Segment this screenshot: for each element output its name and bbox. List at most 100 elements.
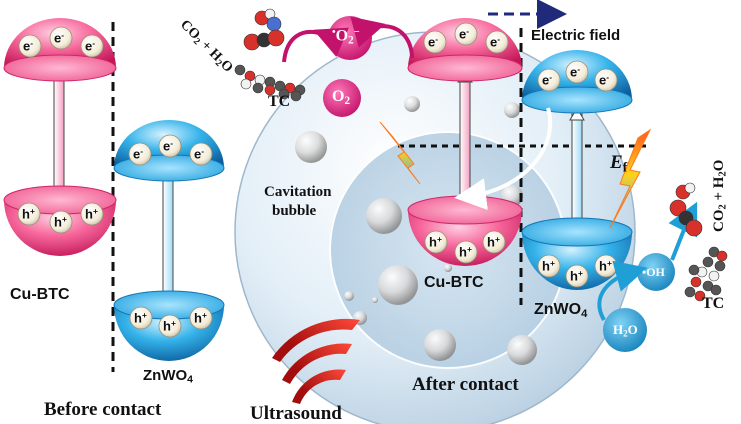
carrier-charge: + xyxy=(61,214,67,224)
hole-label: h+ xyxy=(599,259,612,273)
oxygen-circle xyxy=(323,79,361,117)
carrier-symbol: e xyxy=(570,64,578,80)
hole-label: h+ xyxy=(85,207,98,221)
h2o-right-subscript: 2 xyxy=(717,171,729,177)
hole-circle xyxy=(49,210,73,234)
electron-circle xyxy=(80,34,104,58)
electron-circle xyxy=(454,22,478,46)
lightning-bolt-icon-cu-btc xyxy=(379,121,421,185)
hole-circle xyxy=(537,254,561,278)
carrier-charge: - xyxy=(549,72,553,82)
carrier-charge: - xyxy=(466,26,470,36)
ultrasound-label: Ultrasound xyxy=(250,404,342,423)
hole-circle xyxy=(482,230,506,254)
water-label: H2O xyxy=(613,323,638,338)
carrier-symbol: e xyxy=(163,138,171,154)
before-contact-text: Before contact xyxy=(44,399,162,420)
znwo4-left-label: ZnWO4 xyxy=(143,368,193,385)
carrier-charge: - xyxy=(435,34,439,44)
electron-circle xyxy=(485,30,509,54)
carrier-symbol: h xyxy=(134,310,142,326)
carrier-symbol: e xyxy=(490,34,498,50)
carrier-charge: + xyxy=(170,318,176,328)
carrier-charge: + xyxy=(466,244,472,254)
superoxide-subscript: 2 xyxy=(348,34,354,47)
ultrasound-wave-icon xyxy=(272,318,360,404)
carrier-symbol: e xyxy=(194,146,202,162)
cu-btc-right-label: Cu-BTC xyxy=(424,275,484,291)
cavitation-line1: Cavitation xyxy=(264,184,332,200)
electron-circle xyxy=(128,142,152,166)
tc-molecule-atom xyxy=(708,270,720,282)
tc-molecule-atom xyxy=(684,286,696,298)
water-text: H xyxy=(613,322,624,337)
znwo4-left-text: ZnWO xyxy=(143,367,188,384)
carrier-symbol: h xyxy=(54,214,62,230)
tc-molecule-atom xyxy=(710,284,722,296)
water-oxidation-arrow xyxy=(597,260,648,322)
electric-field-label: Electric field xyxy=(531,28,620,43)
hole-label: h+ xyxy=(487,235,500,249)
electron-circle xyxy=(423,30,447,54)
before-contact-label: Before contact xyxy=(44,400,161,419)
carrier-charge: - xyxy=(140,146,144,156)
tc-molecule-atom xyxy=(688,264,700,276)
oxygen-text: O xyxy=(332,88,345,105)
hole-label: h+ xyxy=(459,245,472,259)
carrier-symbol: e xyxy=(428,34,436,50)
tc-molecule-atom xyxy=(290,90,302,102)
carrier-charge: - xyxy=(497,34,501,44)
tc-right-label: TC xyxy=(702,296,724,312)
electron-label: e- xyxy=(542,73,552,87)
carrier-charge: - xyxy=(30,38,34,48)
carrier-charge: + xyxy=(29,206,35,216)
tc-molecule-atom xyxy=(240,78,252,90)
tc-top-text: TC xyxy=(268,93,291,110)
hole-circle xyxy=(454,240,478,264)
hole-label: h+ xyxy=(194,311,207,325)
superoxide-text: O xyxy=(335,27,349,45)
hydrogen-atom xyxy=(684,182,696,194)
tc-molecule-atom xyxy=(234,64,246,76)
electron-label: e- xyxy=(163,139,173,153)
hole-circle xyxy=(189,306,213,330)
carrier-symbol: h xyxy=(163,318,171,334)
water-end: O xyxy=(627,322,638,337)
znwo4-right-label: ZnWO4 xyxy=(534,302,587,320)
electron-label: e- xyxy=(459,27,469,41)
carrier-symbol: h xyxy=(22,206,30,222)
tc-right-text: TC xyxy=(702,295,725,312)
cu-btc-right-text: Cu-BTC xyxy=(424,274,484,291)
co2-right-text: CO xyxy=(711,209,727,233)
carrier-symbol: h xyxy=(542,258,550,274)
electron-circle xyxy=(537,68,561,92)
atom xyxy=(266,16,282,32)
hole-label: h+ xyxy=(570,269,583,283)
carrier-symbol: e xyxy=(85,38,93,54)
superoxide-to-tc-arrow xyxy=(282,27,350,63)
carrier-symbol: h xyxy=(194,310,202,326)
superoxide-label: •O2− xyxy=(332,27,360,47)
carrier-symbol: e xyxy=(133,146,141,162)
carrier-symbol: e xyxy=(599,72,607,88)
carrier-charge: - xyxy=(92,38,96,48)
electron-label: e- xyxy=(490,35,500,49)
fermi-level-subscript: f xyxy=(622,159,628,175)
after-contact-text: After contact xyxy=(412,374,519,395)
tc-molecule-atom xyxy=(690,276,702,288)
carrier-charge: + xyxy=(606,258,612,268)
electron-circle xyxy=(594,68,618,92)
carrier-charge: + xyxy=(494,234,500,244)
carrier-charge: - xyxy=(606,72,610,82)
znwo4-right-subscript: 4 xyxy=(581,307,588,320)
electron-label: e- xyxy=(570,65,580,79)
carrier-charge: - xyxy=(170,138,174,148)
hole-label: h+ xyxy=(163,319,176,333)
electron-label: e- xyxy=(194,147,204,161)
oxygen-atom xyxy=(267,29,285,47)
co2-h2o-right-label: CO2 + H2O xyxy=(711,160,729,233)
carrier-charge: + xyxy=(201,310,207,320)
hole-label: h+ xyxy=(54,215,67,229)
lightning-bolt-icon-znwo4 xyxy=(609,128,652,229)
